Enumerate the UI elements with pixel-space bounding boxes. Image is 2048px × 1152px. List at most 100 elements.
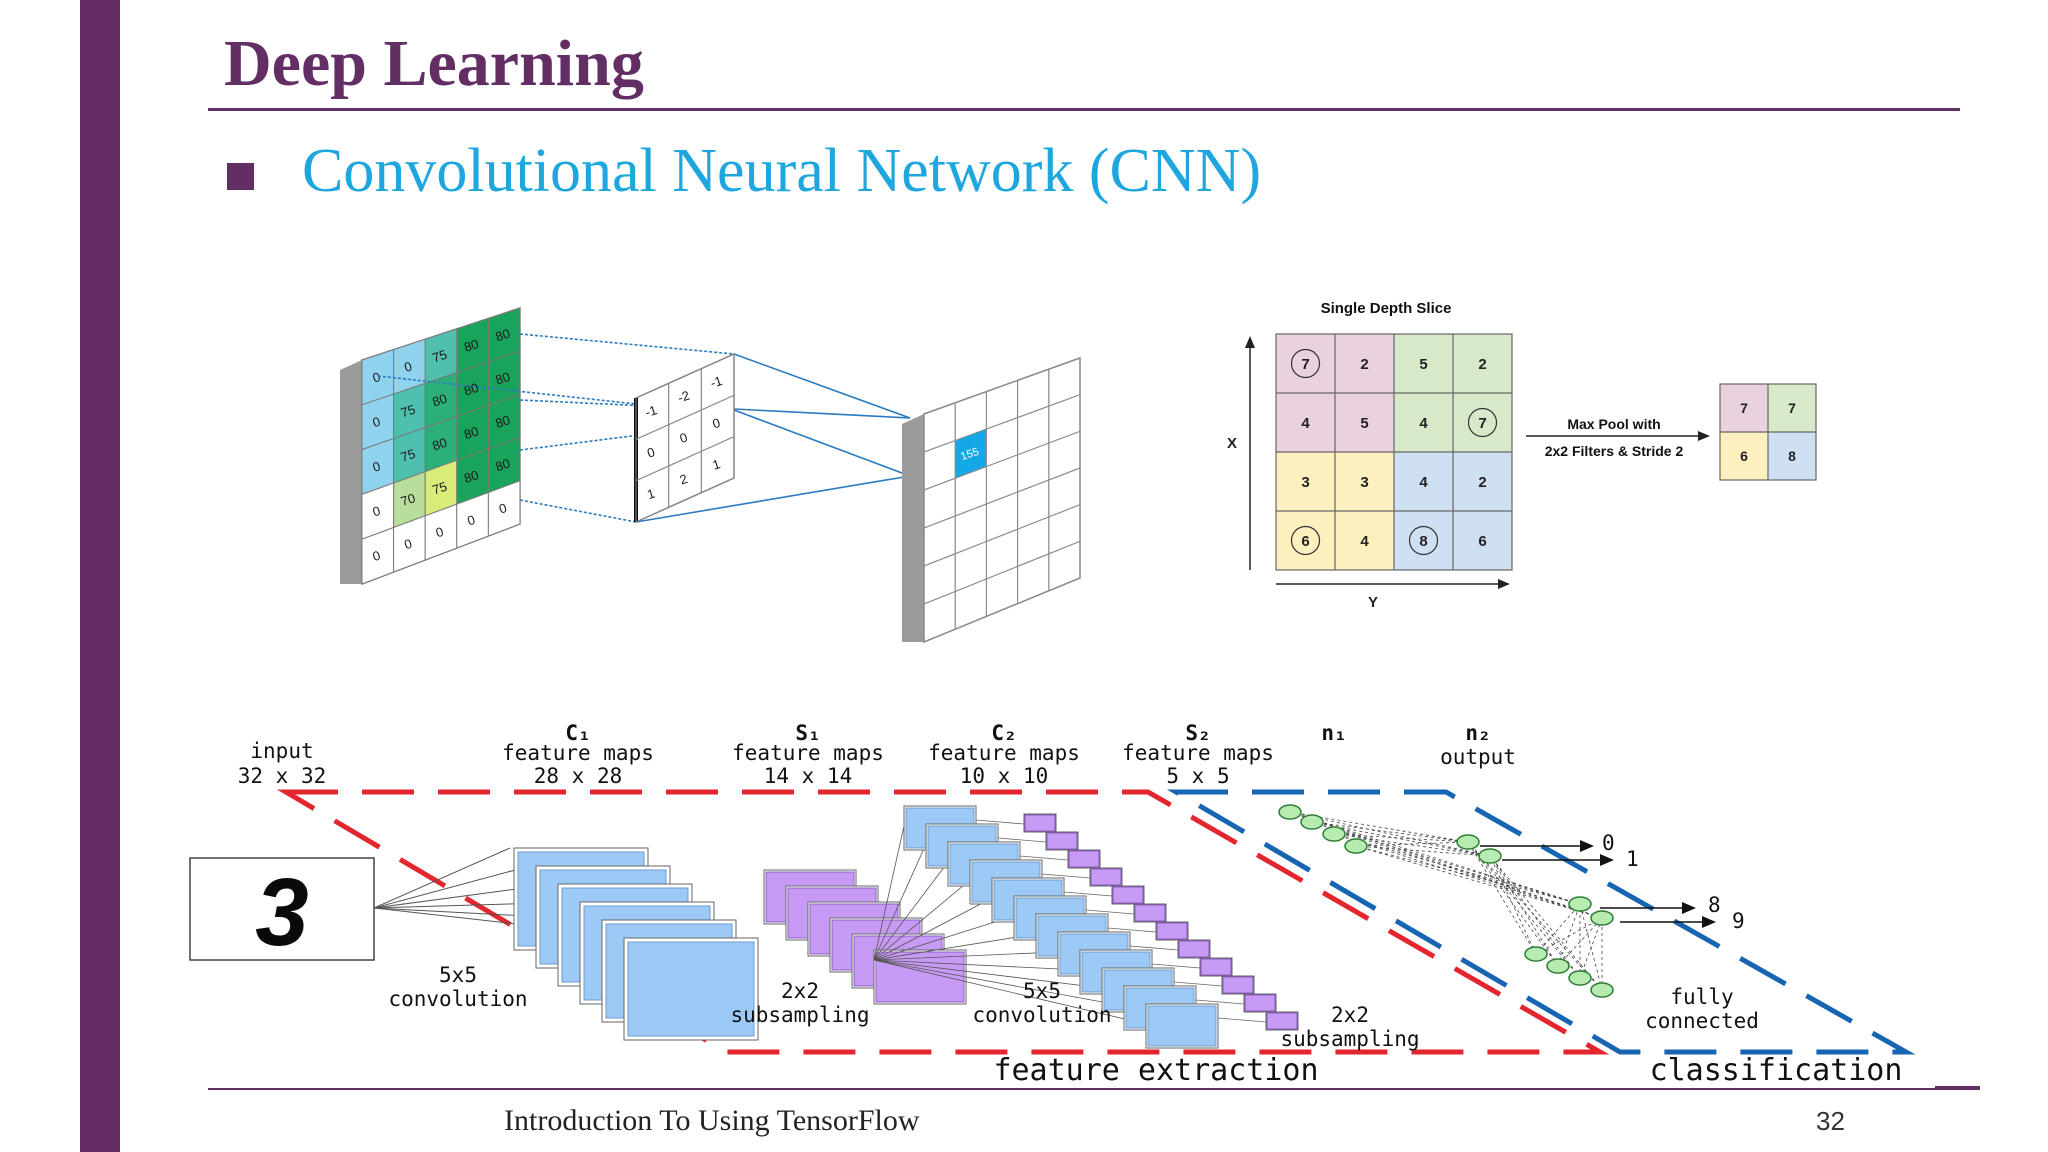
neuron-node [1478,848,1502,864]
c1-name: C₁ [565,721,590,745]
footer-rule [208,1088,1980,1090]
s2-map [1156,922,1188,940]
s2-map [1090,868,1122,886]
kernel-to-output-lines [635,353,911,523]
input-cell-1-3: 80 [462,380,480,399]
op1-type: convolution [388,987,527,1011]
s2-connection-line [1085,909,1135,915]
fc-connection [1289,811,1581,905]
input-cell-3-2: 75 [430,479,448,498]
s1-name: S₁ [795,721,820,745]
s1-map [875,951,965,1003]
pool-cell-3-2: 8 [1419,533,1427,550]
neuron-node [1590,910,1614,926]
neuron-node [1590,982,1614,998]
neuron-node [1546,958,1570,974]
s2-map [1112,886,1144,904]
input-cell-4-3: 0 [465,512,477,529]
feature-extraction-boundary [276,789,1610,1055]
s2-connection-line [1173,981,1223,987]
input-cell-0-2: 75 [430,347,448,366]
maxpool-arrow-icon [1698,431,1710,441]
c2-connection-line [873,915,1015,961]
maxpool-arrow-label-1: Max Pool with [1567,416,1660,432]
fc-connection [1489,855,1603,991]
output-arrows [1480,845,1706,923]
pool-cell-0-3: 2 [1478,356,1486,373]
input-cell-4-2: 0 [434,524,446,541]
output-label-1: 1 [1626,847,1639,871]
s1-feature-maps [763,869,967,1005]
kernel-cell-2-1: 2 [678,471,690,488]
lenet-layer-headers: input 32 x 32 C₁ feature maps 28 x 28 S₁… [238,721,1516,788]
fc-connection [1311,821,1581,905]
result-cell-1-0: 6 [1740,448,1748,464]
result-cell-blue [1768,432,1816,480]
c2-connection-line [873,825,905,961]
op3-kernel: 5x5 [1023,979,1061,1003]
c2-connection-line [873,897,993,961]
c1-feature-maps [513,847,759,1041]
op1-kernel: 5x5 [439,963,477,987]
input-cell-1-0: 0 [371,414,383,431]
fc-connection [1535,903,1581,955]
projection-lines [377,333,735,523]
pool-cell-1-2: 4 [1419,415,1428,432]
output-value-155: 155 [959,446,980,463]
fc-connection [1311,821,1491,857]
result-cell-0-0: 7 [1740,400,1748,416]
op4-type: subsampling [1280,1027,1419,1051]
result-cell-0-1: 7 [1788,400,1796,416]
result-gridlines [1719,383,1817,481]
n1-name: n₁ [1321,721,1346,745]
pool-cell-2-3: 2 [1478,474,1486,491]
input-cell-3-1: 70 [399,490,417,509]
fc-connection [1489,855,1537,955]
maxpool-arrow-label-2: 2x2 Filters & Stride 2 [1545,443,1684,459]
input-cell-4-1: 0 [402,536,414,553]
classification-label: classification [1650,1053,1903,1088]
kernel-cell-0-0: -1 [643,402,659,420]
neuron-node [1300,814,1324,830]
feature-extraction-label: feature extraction [993,1053,1318,1088]
pool-cell-3-3: 6 [1478,533,1486,550]
s2-connection-line [1063,891,1113,897]
c2-connection-line [873,959,1103,989]
input-cell-0-3: 80 [462,336,480,355]
fc-label-1: fully [1670,985,1733,1009]
footer-text: Introduction To Using TensorFlow [504,1104,920,1137]
input-cell-4-0: 0 [371,548,383,565]
pool-cell-1-1: 5 [1360,415,1368,432]
neuron-node [1568,896,1592,912]
input-cell-2-1: 75 [399,446,417,465]
x-axis-label: X [1227,435,1237,452]
s2-map [1222,976,1254,994]
input-cell-3-0: 0 [371,503,383,520]
n2-name: n₂ [1465,721,1490,745]
x-axis-arrow-icon [1245,336,1255,348]
pool-cell-3-0: 6 [1301,533,1309,550]
pool-cell-2-2: 4 [1419,474,1428,491]
s1-size: 14 x 14 [764,764,853,788]
output-cell [1048,540,1081,592]
s2-connection-line [1129,945,1179,951]
title-underline [208,108,1960,111]
pool-cell-2-1: 3 [1360,474,1368,491]
s2-map [1244,994,1276,1012]
fc-connection [1489,855,1559,967]
s2-connection-line [1107,927,1157,933]
classification-boundary [1166,789,1916,1055]
input-matrix-depth [340,360,362,584]
fc-connection [1355,845,1491,857]
c2-connection-line [873,933,1037,961]
output-map-depth [902,414,924,642]
s2-size: 5 x 5 [1166,764,1229,788]
c2-connection-line [873,959,1147,1025]
kernel-cell-bg [700,435,735,494]
pool-cell-0-0: 7 [1301,356,1309,373]
input-cell-0-0: 0 [371,369,383,386]
s2-connection-line [1195,999,1245,1005]
input-cell-2-4: 80 [494,412,512,431]
kernel-cell-0-2: -1 [708,373,724,391]
